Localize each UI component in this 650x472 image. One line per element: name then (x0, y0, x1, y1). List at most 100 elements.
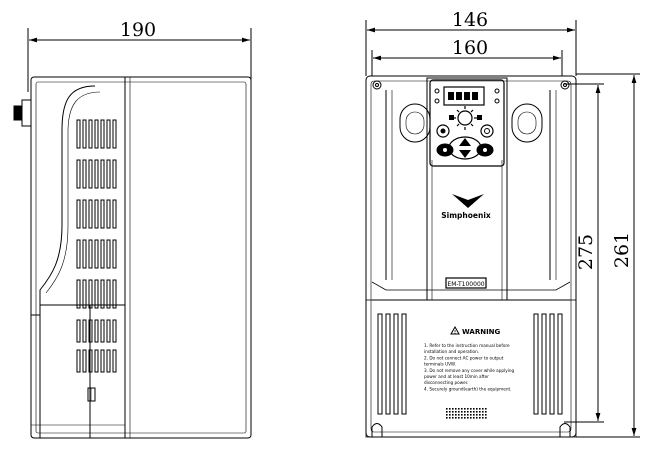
front-vent-slot (557, 313, 563, 415)
side-vent-slot (76, 349, 81, 373)
side-vent-slot (106, 349, 111, 373)
total-height-label: 261 (611, 232, 633, 268)
grille-dot (461, 417, 463, 419)
side-small-slot (87, 387, 96, 402)
grille-dot (452, 417, 454, 419)
grille-dot (473, 411, 475, 413)
side-vent-slot (106, 239, 111, 269)
grille-dot (470, 408, 472, 410)
mount-height-label: 275 (575, 234, 597, 270)
front-vent-slot (401, 313, 407, 415)
grille-dot (461, 411, 463, 413)
grille-dot (476, 414, 478, 416)
grille-dot (485, 414, 487, 416)
side-view (13, 28, 252, 439)
warning-line: power and at least 10min after (424, 374, 489, 379)
keypad-display (443, 86, 485, 106)
front-handles (399, 103, 543, 143)
front-vent-slot (541, 313, 547, 415)
side-vent-slot (76, 119, 81, 149)
model-plate-text: EM-T100000 (447, 281, 484, 288)
grille-dot (449, 417, 451, 419)
side-vent-slot (100, 239, 105, 269)
mounting-holes (371, 80, 571, 437)
grille-dot (464, 408, 466, 410)
side-vent-slot (88, 239, 93, 269)
grille-dot (467, 417, 469, 419)
side-vent-slot (76, 159, 81, 189)
grille-dot (458, 411, 460, 413)
warning-line: 3. Do not remove any cover while applyin… (424, 368, 515, 373)
grille-dot (458, 414, 460, 416)
grille-dot (470, 411, 472, 413)
grille-dot (467, 408, 469, 410)
grille-dot (461, 414, 463, 416)
side-vent-slot (100, 199, 105, 229)
side-vent-slot (112, 159, 117, 189)
grille-dot (479, 411, 481, 413)
side-vent-slot (94, 199, 99, 229)
grille-dot (464, 417, 466, 419)
warning-line: installation and operation. (424, 349, 479, 354)
grille-dot (455, 408, 457, 410)
side-vent-slot (112, 119, 117, 149)
side-vent-slot (106, 199, 111, 229)
side-vent-slot (76, 279, 81, 309)
side-vent-slot (82, 279, 87, 309)
side-body-outline (30, 76, 252, 439)
grille-dot (464, 414, 466, 416)
front-vent-slot (377, 313, 383, 415)
front-height-dimensions (564, 73, 640, 438)
grille-dot (446, 411, 448, 413)
grille-dot (461, 408, 463, 410)
grille-dot (446, 414, 448, 416)
grille-dot (476, 417, 478, 419)
side-vent-slot (88, 159, 93, 189)
svg-text:!: ! (454, 330, 456, 336)
side-vent-slot (106, 119, 111, 149)
grille-dot (482, 408, 484, 410)
grille-dot (455, 417, 457, 419)
front-vent-slot (533, 313, 539, 415)
grille-dot (458, 417, 460, 419)
front-inner-width-label: 146 (452, 9, 488, 31)
side-keypad-knob (13, 105, 23, 121)
front-vents (377, 313, 563, 415)
side-vent-slot (82, 319, 87, 343)
side-vent-slot (82, 239, 87, 269)
side-vent-slot (88, 199, 93, 229)
side-vent-slot (82, 159, 87, 189)
side-vent-slot (88, 349, 93, 373)
keypad-dial (457, 110, 473, 126)
grille-dot (473, 408, 475, 410)
side-vent-slot (76, 239, 81, 269)
side-vents (76, 119, 117, 373)
side-vent-slot (106, 159, 111, 189)
grille-dot (476, 411, 478, 413)
side-vent-slot (100, 319, 105, 343)
side-depth-label: 190 (120, 19, 156, 41)
front-vent-slot (393, 313, 399, 415)
brand-logo: Simphoenix (441, 194, 491, 220)
warning-line: terminals UVW. (424, 362, 456, 367)
grille-dot (482, 417, 484, 419)
grille-dot (452, 411, 454, 413)
front-vent-slot (549, 313, 555, 415)
warning-line: 1. Refer to the instruction manual befor… (424, 343, 510, 348)
side-vent-slot (100, 279, 105, 309)
grille-dot (473, 414, 475, 416)
grille-dot (455, 411, 457, 413)
front-view: Simphoenix EM-T100000 ! WARNING 1. Refer… (365, 20, 640, 438)
keypad (429, 79, 505, 167)
side-vent-slot (88, 319, 93, 343)
grille-dot (479, 408, 481, 410)
grille-dot (449, 414, 451, 416)
side-vent-slot (82, 349, 87, 373)
side-vent-slot (112, 199, 117, 229)
grille-dot (482, 411, 484, 413)
grille-dot (479, 414, 481, 416)
grille-dot (485, 411, 487, 413)
side-vent-slot (94, 119, 99, 149)
side-vent-slot (76, 199, 81, 229)
grille-dot (449, 408, 451, 410)
